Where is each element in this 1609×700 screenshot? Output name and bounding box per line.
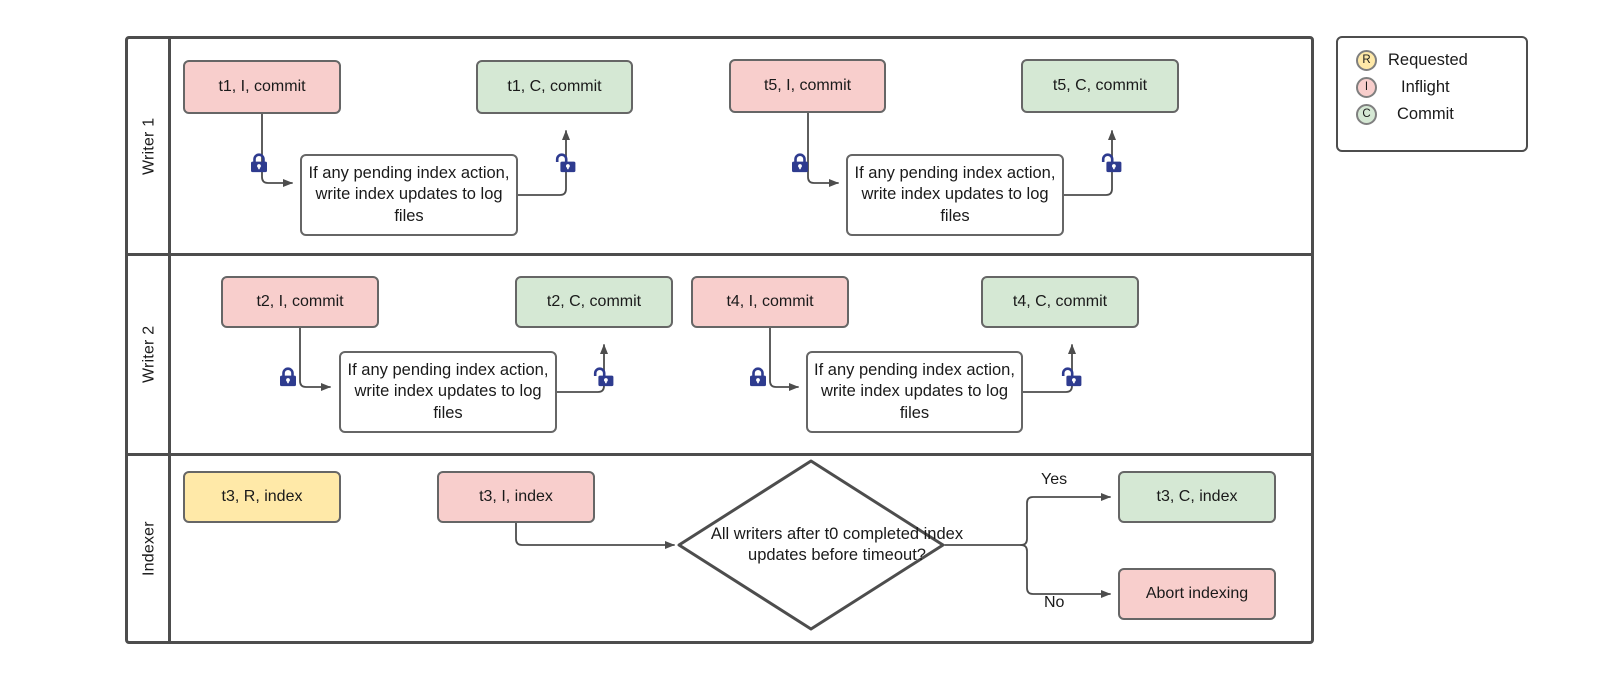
node-t3-commit[interactable]: t3, C, index	[1118, 471, 1276, 523]
legend-item-inflight: I Inflight	[1356, 74, 1526, 100]
node-t3-requested[interactable]: t3, R, index	[183, 471, 341, 523]
node-t2-inflight[interactable]: t2, I, commit	[221, 276, 379, 328]
legend-label-commit: Commit	[1397, 104, 1454, 123]
lock-open-icon-w1-b	[1100, 152, 1122, 174]
node-w2-write-index-2[interactable]: If any pending index action, write index…	[806, 351, 1023, 433]
lock-closed-icon-w1-b	[789, 152, 811, 174]
commit-badge-icon: C	[1356, 103, 1377, 125]
decision-label: All writers after t0 completed index upd…	[710, 524, 964, 564]
lock-open-icon-w2-b	[1060, 366, 1082, 388]
node-t5-commit[interactable]: t5, C, commit	[1021, 59, 1179, 113]
legend-label-inflight: Inflight	[1401, 77, 1450, 96]
legend-item-requested: R Requested	[1356, 47, 1526, 73]
inflight-badge-icon: I	[1356, 76, 1377, 98]
lane-label-column	[128, 39, 171, 641]
node-t2-commit[interactable]: t2, C, commit	[515, 276, 673, 328]
node-decision-writers-completed[interactable]: All writers after t0 completed index upd…	[676, 458, 963, 632]
lock-open-icon-w2-a	[592, 366, 614, 388]
lane-label-writer-1: Writer 1	[140, 117, 158, 175]
lane-label-writer-2: Writer 2	[140, 325, 158, 384]
node-abort-indexing[interactable]: Abort indexing	[1118, 568, 1276, 620]
legend-panel: R Requested I Inflight C Commit	[1336, 36, 1528, 152]
node-w1-write-index-1[interactable]: If any pending index action, write index…	[300, 154, 518, 236]
node-w2-write-index-1[interactable]: If any pending index action, write index…	[339, 351, 557, 433]
node-t4-inflight[interactable]: t4, I, commit	[691, 276, 849, 328]
node-w1-write-index-2[interactable]: If any pending index action, write index…	[846, 154, 1064, 236]
lock-closed-icon-w2-b	[747, 366, 769, 388]
legend-item-commit: C Commit	[1356, 101, 1526, 127]
lane-divider-1	[128, 253, 1311, 256]
edge-label-yes: Yes	[1041, 471, 1068, 488]
lock-open-icon-w1-a	[554, 152, 576, 174]
node-t4-commit[interactable]: t4, C, commit	[981, 276, 1139, 328]
edge-label-no: No	[1044, 594, 1065, 611]
node-t1-inflight[interactable]: t1, I, commit	[183, 60, 341, 114]
lock-closed-icon-w2-a	[277, 366, 299, 388]
lane-label-indexer: Indexer	[140, 521, 158, 576]
node-t5-inflight[interactable]: t5, I, commit	[729, 59, 886, 113]
lane-divider-2	[128, 453, 1311, 456]
node-t3-inflight[interactable]: t3, I, index	[437, 471, 595, 523]
node-t1-commit[interactable]: t1, C, commit	[476, 60, 633, 114]
lock-closed-icon-w1-a	[248, 152, 270, 174]
legend-label-requested: Requested	[1388, 50, 1468, 69]
requested-badge-icon: R	[1356, 49, 1377, 71]
